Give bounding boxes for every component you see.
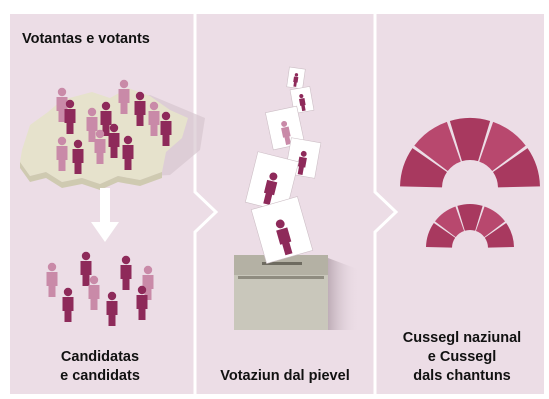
ballot-papers xyxy=(244,66,322,264)
parliament-caption-line3: dals chantuns xyxy=(413,368,511,384)
hemicycle-base xyxy=(426,248,514,251)
hemicycle-segment xyxy=(484,222,514,248)
ballot-paper-icon xyxy=(250,196,314,264)
ballot-paper-icon xyxy=(286,66,306,90)
hemicycle-segment xyxy=(449,118,491,162)
hemicycle-base xyxy=(400,188,540,191)
hemicycle-segment xyxy=(426,222,456,248)
parliament-caption-line1: Cussegl naziunal xyxy=(402,330,522,346)
parliament-caption: Cussegl naziunal e Cussegl dals chantuns xyxy=(378,329,546,386)
candidates-caption-line1: Candidatas xyxy=(60,349,140,365)
candidates-caption-line2: e candidats xyxy=(60,368,140,384)
hemicycle-segment xyxy=(414,121,461,172)
hemicycle-icon xyxy=(400,118,540,191)
hemicycle-segment xyxy=(434,206,465,238)
hemicycle-segment xyxy=(475,206,506,238)
hemicycle-segment xyxy=(457,204,483,231)
vote-caption: Votaziun dal pievel xyxy=(220,368,350,384)
hemicycle-icon xyxy=(426,204,514,251)
hemicycle-segment xyxy=(400,148,447,188)
ballot-box-icon xyxy=(234,255,360,330)
separator-2 xyxy=(373,14,399,394)
candidates-caption: Candidatas e candidats xyxy=(10,348,190,386)
hemicycle-segment xyxy=(479,121,526,172)
hemicycle-segment xyxy=(493,148,540,188)
down-arrow-icon xyxy=(91,188,119,242)
parliament-caption-line2: e Cussegl xyxy=(427,349,497,365)
voters-caption: Votantas e votants xyxy=(22,31,150,47)
